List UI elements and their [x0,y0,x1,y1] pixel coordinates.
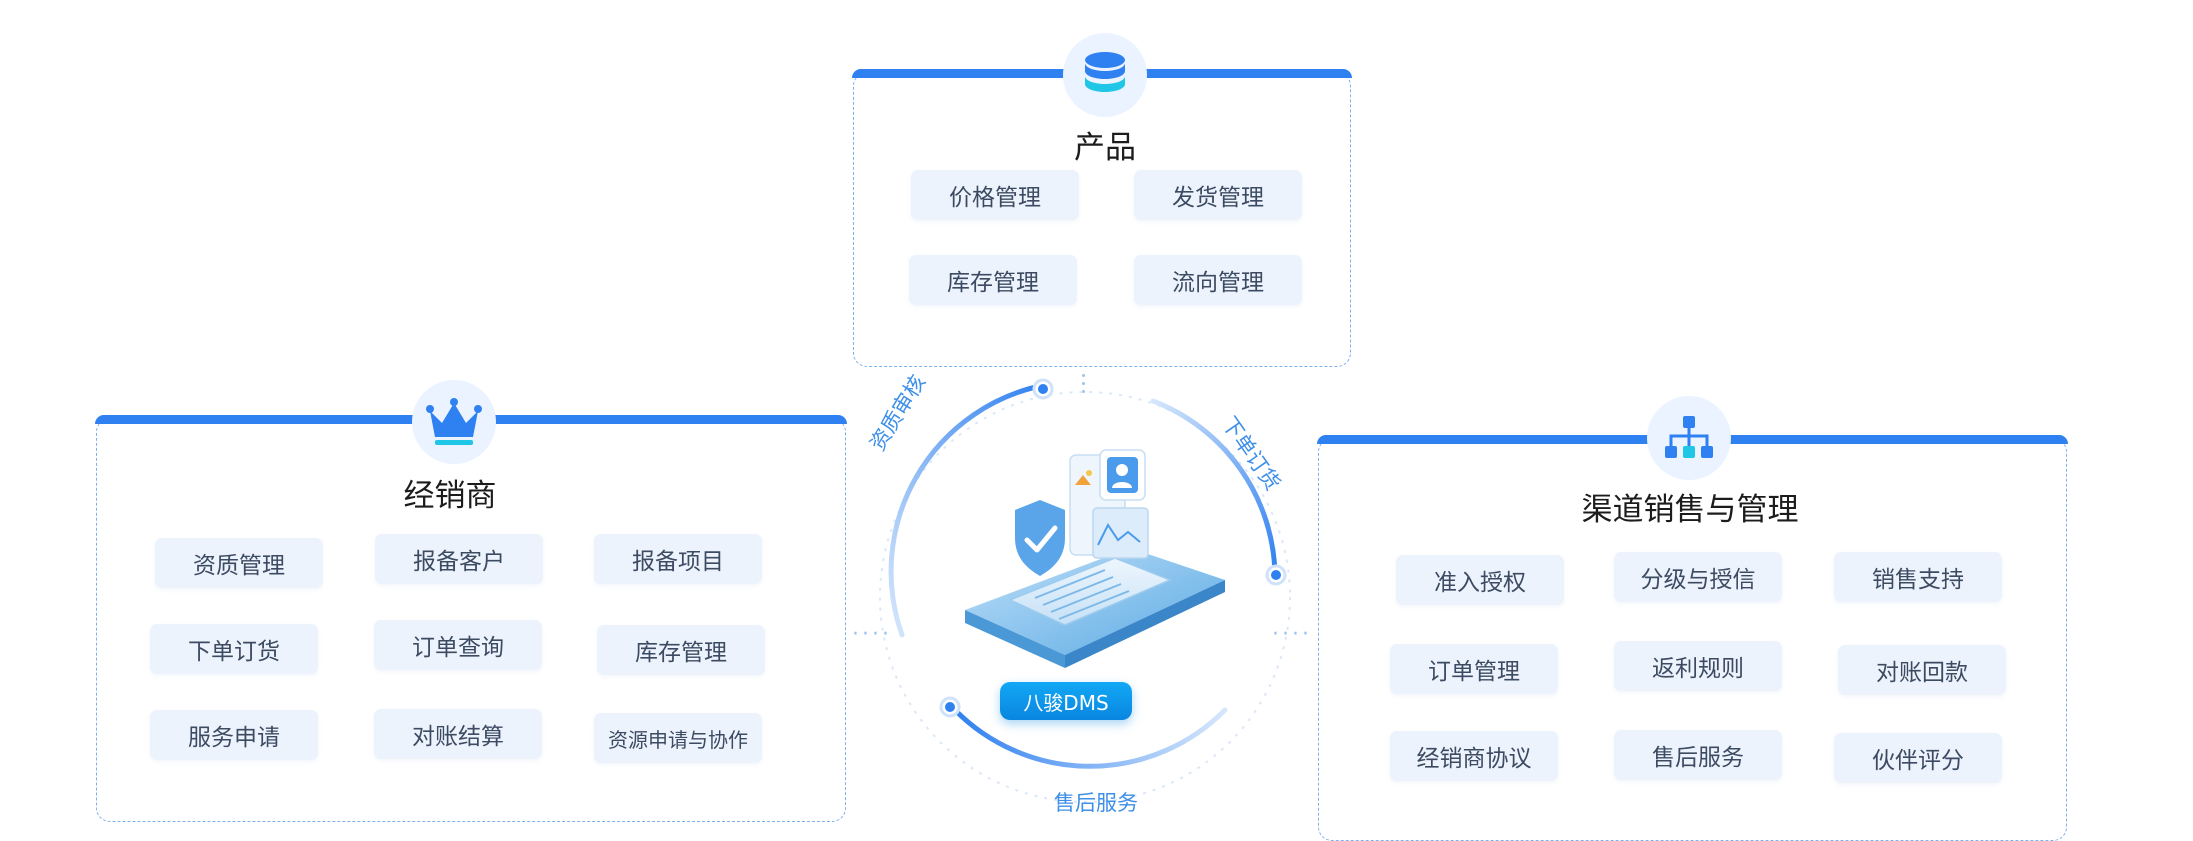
dms-badge: 八骏DMS [1000,682,1132,720]
dealer-item-qualification[interactable]: 资质管理 [155,538,323,588]
database-icon [1085,52,1125,92]
product-item-price[interactable]: 价格管理 [911,170,1079,220]
org-chart-icon [1665,416,1713,458]
channel-item-rebate-rules[interactable]: 返利规则 [1614,641,1782,691]
dealer-item-inventory[interactable]: 库存管理 [597,625,765,675]
right-connector-dots: ···· [1272,622,1312,647]
product-item-inventory[interactable]: 库存管理 [909,255,1077,305]
dealer-icon-circle [412,380,496,464]
product-item-shipping[interactable]: 发货管理 [1134,170,1302,220]
center-cycle-ring [879,378,1291,803]
arc-left [888,382,1048,638]
channel-item-dealer-agreement[interactable]: 经销商协议 [1390,731,1558,781]
top-connector-dots [1082,374,1085,398]
crown-icon [426,398,482,445]
dealer-item-order-query[interactable]: 订单查询 [374,620,542,670]
channel-item-credit[interactable]: 分级与授信 [1614,552,1782,602]
dealer-item-reconciliation[interactable]: 对账结算 [374,709,542,759]
dms-illustration [965,449,1225,668]
left-connector-dots: ···· [852,622,892,647]
dealer-item-resource-request[interactable]: 资源申请与协作 [594,713,762,763]
arc-label-after-sales: 售后服务 [1054,791,1138,815]
channel-item-after-sales[interactable]: 售后服务 [1614,730,1782,780]
dealer-item-report-project[interactable]: 报备项目 [594,534,762,584]
dealer-item-report-customer[interactable]: 报备客户 [375,534,543,584]
arc-right [1150,398,1278,578]
channel-title: 渠道销售与管理 [1581,492,1799,528]
channel-item-sales-support[interactable]: 销售支持 [1834,552,2002,602]
dealer-item-order[interactable]: 下单订货 [150,624,318,674]
product-item-flow[interactable]: 流向管理 [1134,255,1302,305]
arc-bottom [952,707,1228,769]
channel-item-payment-collection[interactable]: 对账回款 [1838,645,2006,695]
channel-item-admission[interactable]: 准入授权 [1396,555,1564,605]
channel-item-partner-rating[interactable]: 伙伴评分 [1834,733,2002,783]
product-title: 产品 [1074,130,1136,166]
channel-item-order-management[interactable]: 订单管理 [1390,644,1558,694]
channel-icon-circle [1647,396,1731,480]
dealer-item-service-request[interactable]: 服务申请 [150,710,318,760]
product-icon-circle [1063,33,1147,117]
dealer-title: 经销商 [403,478,497,514]
